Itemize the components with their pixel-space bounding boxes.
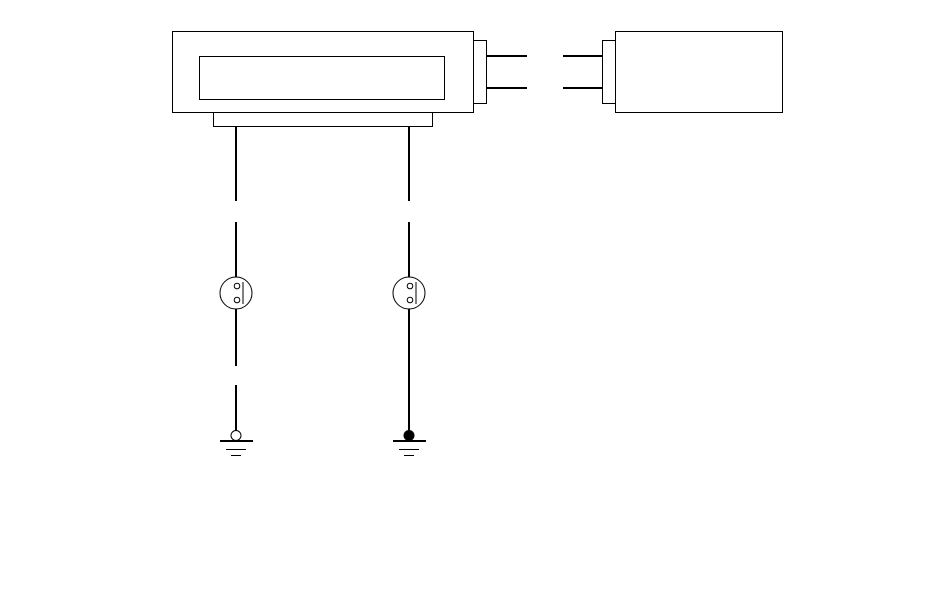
inline-connector-icon	[392, 276, 426, 310]
branch-1	[219, 127, 253, 456]
module-left-connector-right	[473, 40, 487, 104]
module-right-connector	[602, 40, 616, 104]
module-left-connector-bottom	[213, 112, 433, 127]
branch-2	[392, 127, 426, 456]
module-right	[602, 31, 783, 113]
inline-connector-icon	[219, 276, 253, 310]
ground-icon	[393, 440, 426, 456]
module-left	[172, 31, 487, 127]
filled-terminal-icon	[403, 430, 415, 441]
inter-module-wires	[486, 55, 602, 89]
ground-icon	[220, 440, 253, 456]
module-right-body	[615, 31, 783, 113]
display-window	[199, 56, 445, 100]
open-terminal-icon	[230, 430, 242, 441]
module-left-body	[172, 31, 474, 113]
